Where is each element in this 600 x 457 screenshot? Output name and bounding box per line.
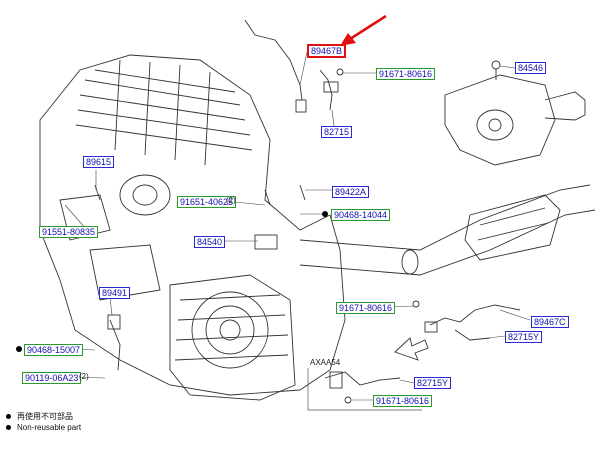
- callout-91651-40625[interactable]: 91651-40625: [177, 196, 237, 208]
- legend-dot-icon: [6, 425, 11, 431]
- wire-rear-sensor: [429, 304, 521, 326]
- differential-housing: [444, 74, 556, 166]
- callout-89467b[interactable]: 89467B: [307, 44, 347, 58]
- catalytic-converter: [464, 194, 561, 261]
- quantity-90119: (2): [79, 372, 89, 381]
- callout-91671-80616-bottom[interactable]: 91671-80616: [373, 395, 433, 407]
- legend-dot-icon: [6, 414, 11, 420]
- wire-top-sensor: [244, 19, 303, 101]
- callout-90468-14044[interactable]: 90468-14044: [331, 209, 391, 221]
- callout-89467c[interactable]: 89467C: [531, 316, 569, 328]
- non-reusable-dot: [322, 211, 328, 217]
- exhaust-pipe: [299, 184, 596, 276]
- engine-outline: [39, 54, 346, 396]
- variant-group-box: [307, 368, 422, 411]
- callout-89615[interactable]: 89615: [83, 156, 115, 168]
- pointer-arrow-outline: [394, 337, 429, 361]
- callout-91671-80616-top[interactable]: 91671-80616: [376, 68, 436, 80]
- callout-89422a[interactable]: 89422A: [332, 186, 370, 198]
- callout-90468-15007[interactable]: 90468-15007: [24, 344, 84, 356]
- callout-82715[interactable]: 82715: [321, 126, 353, 138]
- callout-91551-80835[interactable]: 91551-80835: [39, 226, 99, 238]
- quantity-91651: (2): [226, 196, 236, 205]
- callout-84540[interactable]: 84540: [194, 236, 226, 248]
- wire-lower-sensor: [324, 371, 401, 386]
- legend-text-english: Non-reusable part: [17, 423, 82, 432]
- callout-82715y-right[interactable]: 82715Y: [505, 331, 543, 343]
- non-reusable-dot: [16, 346, 22, 352]
- callout-82715y-bottom[interactable]: 82715Y: [414, 377, 452, 389]
- callout-84546[interactable]: 84546: [515, 62, 547, 74]
- variant-label: AXAA54: [310, 358, 341, 367]
- red-annotation-arrow: [340, 14, 387, 46]
- legend-line-english: Non-reusable part: [6, 423, 81, 432]
- callout-89491[interactable]: 89491: [99, 287, 131, 299]
- legend-text-japanese: 再使用不可部品: [17, 412, 73, 421]
- transmission-housing: [169, 274, 296, 401]
- callout-90119-06a23[interactable]: 90119-06A23: [22, 372, 82, 384]
- legend-line-japanese: 再使用不可部品: [6, 411, 73, 422]
- callout-91671-80616-mid[interactable]: 91671-80616: [336, 302, 396, 314]
